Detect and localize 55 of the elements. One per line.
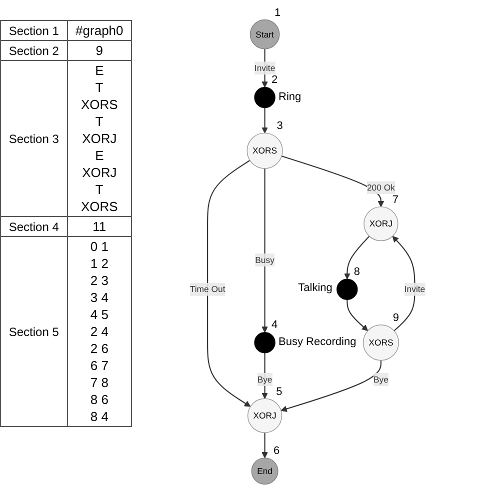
arrow	[261, 168, 268, 333]
edge-label: 200 Ok	[366, 182, 394, 193]
table-value: 7 8	[90, 375, 108, 390]
row-label: Section 5	[8, 324, 59, 338]
table-value: E	[95, 63, 104, 78]
node-circle: XORS	[362, 324, 399, 361]
table-value: XORJ	[82, 131, 117, 146]
table-value: 8 4	[90, 409, 108, 424]
node-circle	[254, 86, 275, 108]
table-value: 8 6	[90, 392, 108, 407]
arrow	[280, 360, 381, 412]
table-value: 4 5	[90, 307, 108, 322]
node-circle: Start	[249, 19, 280, 50]
table-value: #graph0	[76, 23, 124, 38]
node-circle	[254, 332, 275, 354]
row-label: Section 2	[8, 44, 59, 58]
table-value: T	[95, 114, 104, 129]
node-label: Busy Recording	[278, 336, 356, 349]
arrow	[206, 160, 250, 407]
table-value: 0 1	[90, 239, 108, 254]
table-value: XORS	[80, 199, 118, 214]
node-circle	[336, 278, 358, 300]
arrow	[346, 300, 368, 332]
table-value: 11	[92, 219, 106, 234]
table-value: 2 3	[90, 273, 108, 288]
table-value: 2 6	[90, 341, 108, 356]
arrow	[281, 156, 384, 208]
table-value: 2 4	[90, 324, 108, 339]
edge-label: Time Out	[189, 284, 225, 294]
table-value: 1 2	[90, 256, 108, 271]
node-label: Ring	[278, 90, 302, 104]
row-label: Section 3	[8, 132, 59, 146]
table-value: 6 7	[90, 358, 108, 373]
edge-label: Invite	[254, 63, 275, 74]
table-value: XORJ	[82, 165, 117, 180]
node-circle: XORJ	[363, 206, 398, 242]
arrow	[261, 48, 268, 88]
node-label: Talking	[298, 282, 332, 296]
table-value: E	[95, 148, 104, 163]
edge-label: Busy	[254, 254, 274, 266]
edge-label: Bye	[256, 374, 272, 385]
row-label: Section 4	[8, 220, 59, 234]
table-value: 9	[96, 43, 104, 58]
row-label: Section 1	[8, 24, 59, 38]
table-value: 3 4	[90, 290, 108, 305]
node-circle: XORS	[246, 132, 282, 169]
edge-label: Invite	[404, 284, 425, 294]
table-value: T	[95, 80, 104, 95]
table-value: XORS	[80, 97, 118, 112]
node-circle: End	[250, 458, 278, 485]
edge-label: Bye	[372, 374, 388, 385]
arrow	[261, 108, 268, 134]
table-value: T	[95, 182, 104, 197]
arrow	[261, 432, 268, 458]
node-circle: XORJ	[246, 398, 282, 433]
